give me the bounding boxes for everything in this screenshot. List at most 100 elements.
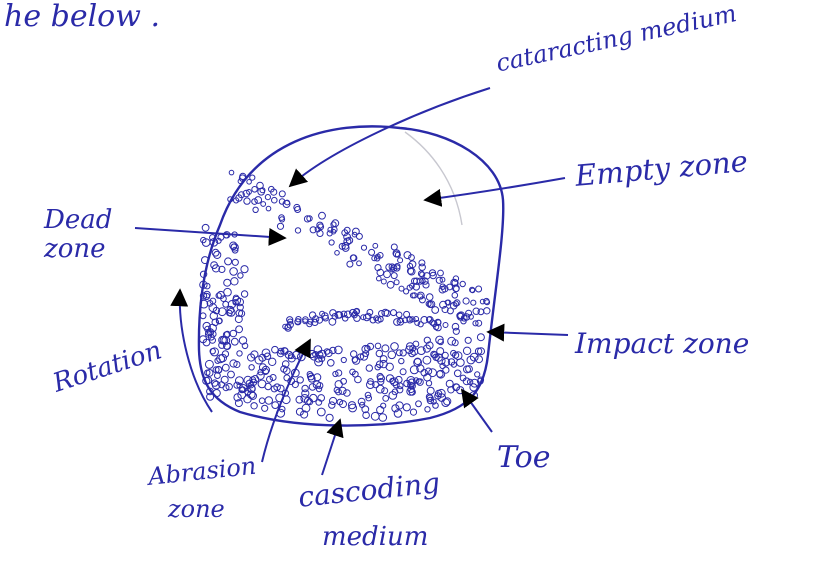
label-dead-zone-line1: Dead — [44, 207, 112, 233]
particle — [386, 363, 393, 370]
particle — [452, 323, 459, 330]
particle — [477, 334, 484, 341]
particle — [224, 279, 231, 286]
particle — [361, 245, 366, 250]
particle — [463, 298, 469, 304]
impact-zone-arrow — [488, 332, 568, 335]
particle — [231, 338, 238, 345]
particle — [219, 382, 225, 388]
particle — [295, 228, 300, 233]
particle — [265, 397, 272, 404]
particle — [375, 343, 381, 349]
particle — [432, 307, 439, 314]
particle — [377, 276, 382, 281]
particle — [400, 369, 406, 375]
particle — [344, 390, 351, 397]
particle — [391, 244, 397, 250]
particle — [266, 206, 271, 211]
particle — [247, 180, 252, 185]
label-dead-zone-line2: zone — [44, 236, 105, 262]
particle — [249, 365, 254, 370]
particle — [214, 251, 221, 258]
particle — [317, 383, 323, 389]
particle — [460, 281, 465, 286]
particle — [244, 198, 250, 204]
particle — [463, 347, 470, 354]
particle — [223, 301, 229, 307]
label-toe: Toe — [497, 443, 551, 473]
particle — [265, 195, 270, 200]
particle — [366, 365, 372, 371]
particle — [442, 352, 448, 358]
grinding-bed-particles — [200, 224, 485, 421]
particle — [259, 398, 265, 404]
particle — [376, 385, 384, 393]
particle — [261, 202, 266, 207]
particle — [442, 399, 450, 407]
header-text: he below . — [4, 2, 160, 32]
particle — [326, 414, 333, 421]
particle — [253, 207, 258, 212]
particle — [224, 288, 232, 296]
particle — [463, 378, 470, 385]
particle — [396, 312, 402, 318]
empty-zone-arrow — [425, 178, 565, 200]
particle — [426, 294, 433, 301]
particle — [328, 360, 335, 367]
particle — [272, 402, 279, 409]
particle — [357, 261, 362, 266]
particle — [258, 188, 265, 195]
particle — [438, 270, 444, 276]
particle — [238, 273, 243, 278]
particle — [255, 197, 262, 204]
particle — [394, 280, 399, 285]
particle — [373, 243, 378, 248]
particle — [403, 404, 410, 411]
particle — [335, 381, 342, 388]
particle — [352, 357, 359, 364]
particle — [425, 407, 430, 412]
particle — [399, 358, 404, 363]
particle — [391, 343, 399, 351]
particle — [423, 356, 431, 364]
particle — [369, 249, 375, 255]
particle — [262, 405, 268, 411]
particle — [329, 240, 334, 245]
particle — [388, 351, 396, 359]
cataracting-arrow — [290, 88, 490, 186]
cascading-medium-arrow — [322, 420, 340, 475]
particle — [448, 337, 456, 345]
particle — [205, 360, 213, 368]
particle — [410, 409, 416, 415]
particle — [436, 277, 442, 283]
label-cascading-medium-line2: medium — [322, 524, 428, 550]
particle — [446, 380, 453, 387]
particle — [391, 310, 397, 316]
particle — [319, 212, 326, 219]
cataracting-medium-particles — [228, 170, 490, 326]
particle — [475, 372, 480, 377]
particle — [222, 364, 229, 371]
particle — [454, 370, 461, 377]
particle — [302, 385, 308, 391]
particle — [382, 345, 389, 352]
particle — [443, 323, 448, 328]
pencil-stroke — [405, 132, 462, 225]
particle — [330, 397, 337, 404]
label-impact-zone: Impact zone — [575, 330, 749, 358]
particle — [358, 398, 365, 405]
particle — [225, 258, 232, 265]
particle — [419, 264, 425, 270]
particle — [310, 394, 317, 401]
particle — [329, 402, 335, 408]
particle — [417, 379, 424, 386]
particle — [377, 406, 384, 413]
particle — [476, 286, 482, 292]
particle — [267, 376, 273, 382]
particle — [237, 351, 242, 356]
particle — [453, 328, 459, 334]
particle — [228, 371, 235, 378]
particle — [416, 401, 422, 407]
particle — [484, 308, 490, 314]
particle — [429, 369, 437, 377]
